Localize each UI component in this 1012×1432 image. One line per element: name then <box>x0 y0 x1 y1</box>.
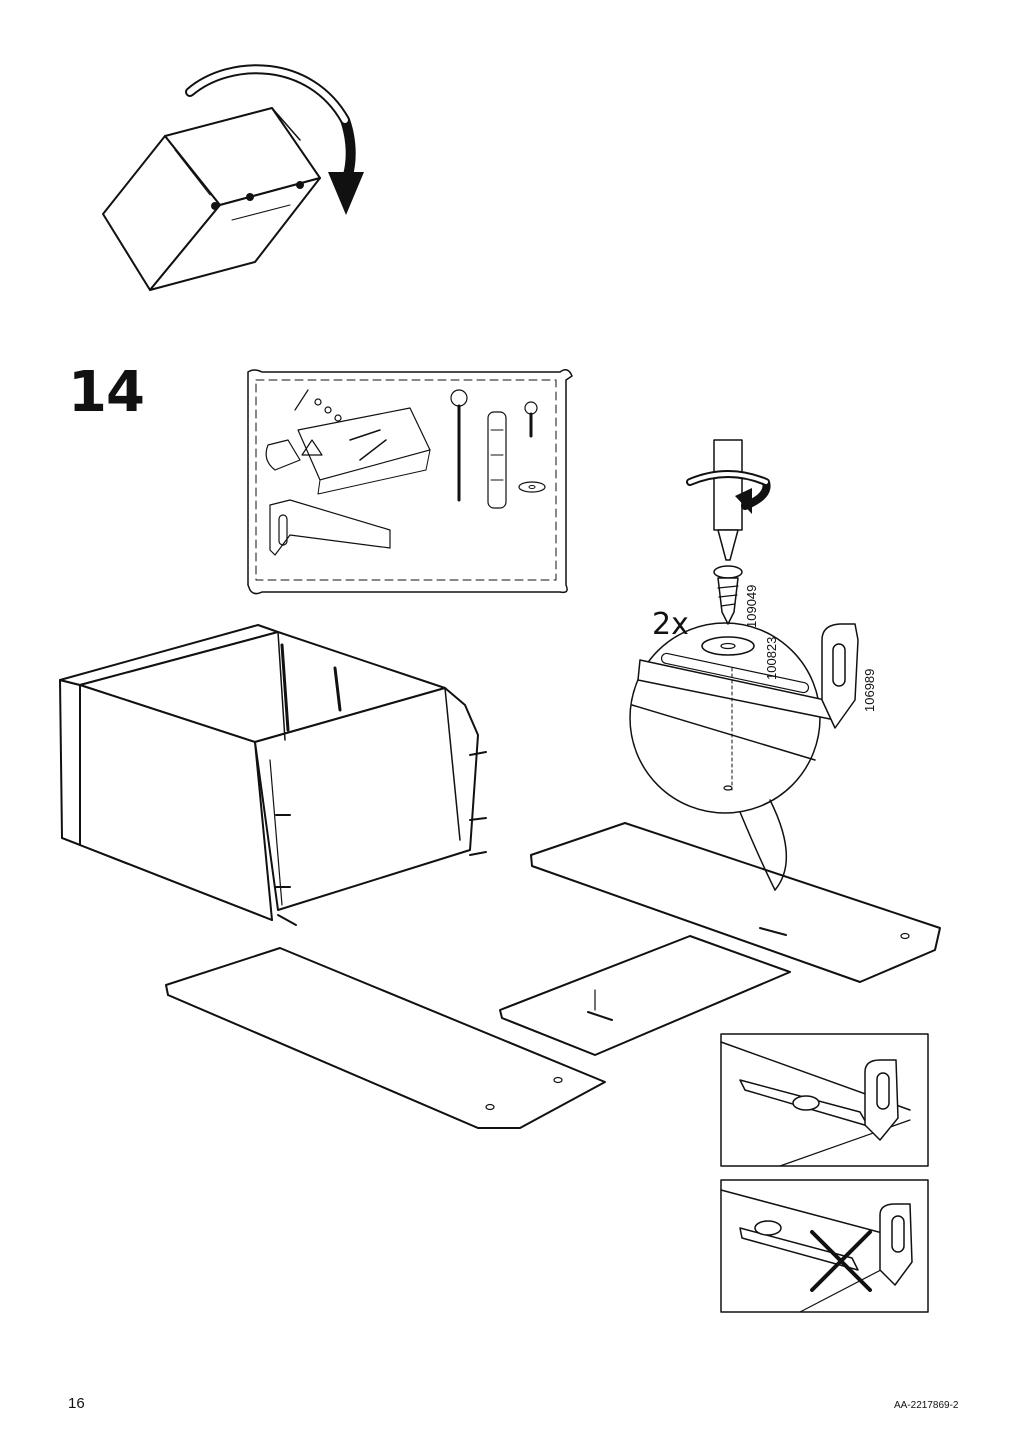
bracket-correct-detail <box>720 1033 929 1167</box>
part-number-washer: 100823 <box>764 636 779 680</box>
part-number-bracket: 106989 <box>862 668 877 712</box>
bottom-panel <box>165 947 606 1129</box>
curved-arrow-icon <box>185 64 364 215</box>
bracket-incorrect-cross-icon <box>810 1230 872 1292</box>
quantity-label: 2x <box>652 607 689 642</box>
shelf-panel <box>499 935 791 1056</box>
step-number: 14 <box>68 360 145 425</box>
page-number: 16 <box>68 1395 85 1412</box>
bracket-detail-magnifier <box>629 622 859 891</box>
document-id: AA-2217869-2 <box>894 1400 959 1411</box>
top-panel <box>530 822 941 983</box>
cabinet-carcass <box>59 624 487 926</box>
parts-box <box>247 369 573 595</box>
part-number-screw: 109049 <box>744 584 759 628</box>
screwdriver-icon <box>686 439 771 561</box>
tilted-cabinet-illustration <box>102 107 321 291</box>
screw-109049 <box>713 565 743 625</box>
